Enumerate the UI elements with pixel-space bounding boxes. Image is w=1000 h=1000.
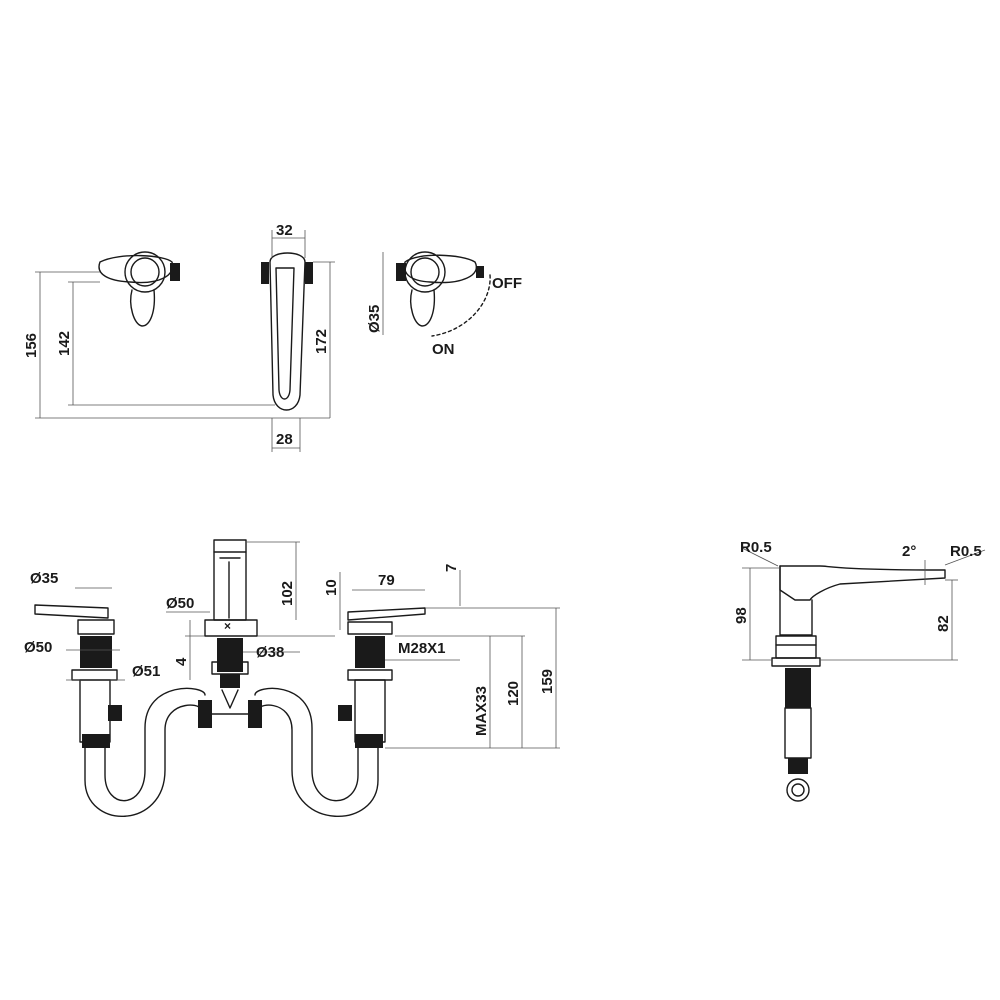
label-thread-m28x1: M28X1 xyxy=(398,640,446,657)
label-10: 10 xyxy=(323,579,340,596)
label-28: 28 xyxy=(276,431,293,448)
label-102: 102 xyxy=(279,581,296,606)
label-172: 172 xyxy=(313,329,330,354)
front-view: × xyxy=(34,539,560,817)
side-view xyxy=(741,547,986,802)
label-159: 159 xyxy=(539,669,556,694)
left-valve-front xyxy=(34,604,122,748)
label-32: 32 xyxy=(276,222,293,239)
left-handle-top xyxy=(98,251,180,327)
right-valve-front xyxy=(338,607,426,748)
svg-text:×: × xyxy=(224,619,231,633)
label-on: ON xyxy=(432,341,455,358)
label-max33: MAX33 xyxy=(473,686,490,736)
label-142: 142 xyxy=(56,331,73,356)
label-120: 120 xyxy=(505,681,522,706)
label-r05-right: R0.5 xyxy=(950,543,982,560)
label-phi38: Ø38 xyxy=(256,644,284,661)
label-4: 4 xyxy=(173,657,190,666)
connector-hose xyxy=(84,687,379,817)
top-view xyxy=(35,230,491,452)
label-7: 7 xyxy=(443,564,460,572)
label-156: 156 xyxy=(23,333,40,358)
label-off: OFF xyxy=(492,275,522,292)
label-phi50-left: Ø50 xyxy=(24,639,52,656)
label-98: 98 xyxy=(733,607,750,624)
label-79: 79 xyxy=(378,572,395,589)
label-phi35-top: Ø35 xyxy=(366,305,383,333)
spout-top xyxy=(261,252,313,411)
label-phi51: Ø51 xyxy=(132,663,160,680)
spout-front: × xyxy=(204,539,258,709)
label-r05-left: R0.5 xyxy=(740,539,772,556)
label-phi35-side: Ø35 xyxy=(30,570,58,587)
right-handle-top xyxy=(396,251,491,337)
label-82: 82 xyxy=(935,615,952,632)
label-phi50-mid: Ø50 xyxy=(166,595,194,612)
label-2-degree: 2° xyxy=(902,543,916,560)
